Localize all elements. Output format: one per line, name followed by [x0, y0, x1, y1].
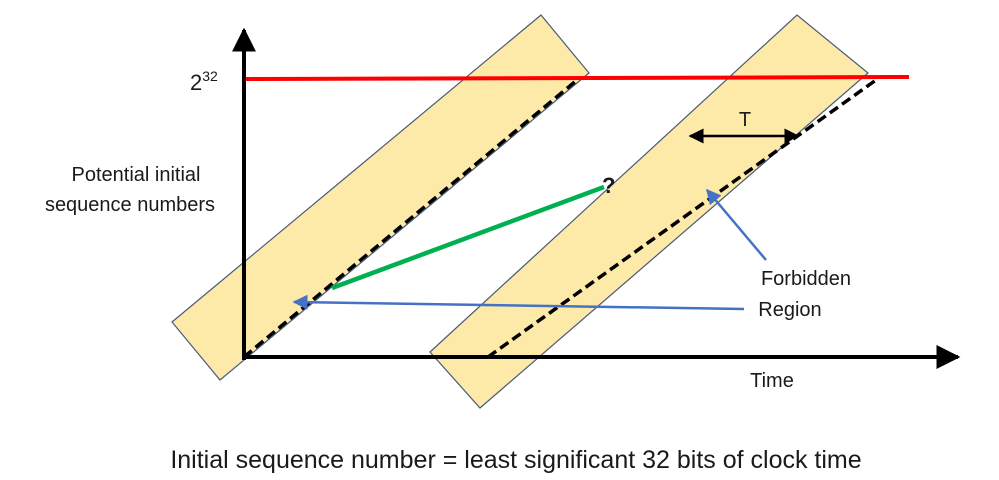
y-axis-label-line1: Potential initial	[72, 164, 201, 186]
period-label: T	[739, 109, 751, 131]
y-axis-label-line2: sequence numbers	[45, 194, 215, 216]
forbidden-region-2	[429, 14, 869, 409]
boundary-line-1	[242, 78, 579, 359]
forbidden-arrow-left	[292, 294, 745, 311]
forbidden-arrow-up	[706, 188, 767, 261]
green-sequence-line	[331, 184, 605, 291]
forbidden-region-1	[171, 14, 590, 381]
forbidden-label-line2: Region	[758, 299, 821, 321]
question-mark: ?	[602, 173, 615, 198]
x-axis-label: Time	[750, 370, 794, 392]
forbidden-label-line1: Forbidden	[761, 268, 851, 290]
limit-line	[243, 75, 910, 81]
boundary-line-2	[486, 78, 878, 359]
caption: Initial sequence number = least signific…	[170, 446, 861, 474]
y-max-label: 232	[190, 68, 218, 95]
